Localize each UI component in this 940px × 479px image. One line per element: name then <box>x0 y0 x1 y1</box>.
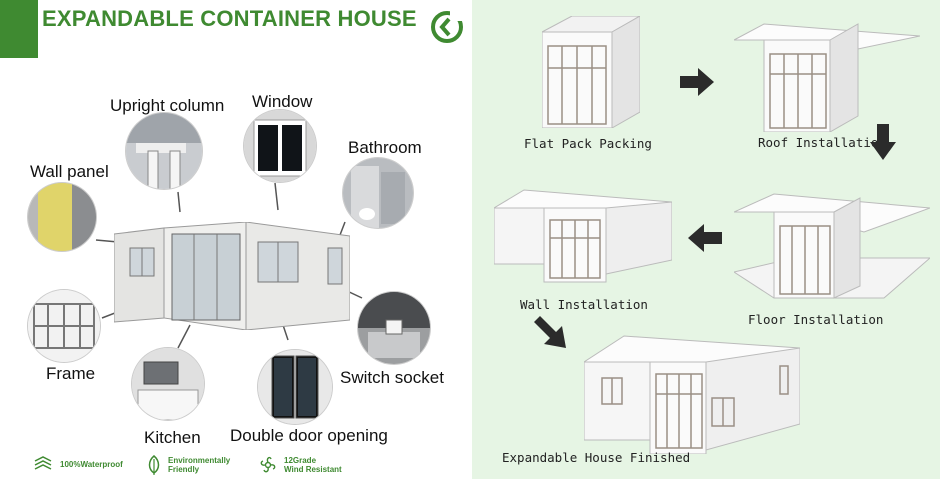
badge-eco-line1: Environmentally <box>168 456 231 465</box>
badge-eco-line2: Friendly <box>168 465 200 474</box>
step-flat-pack-label: Flat Pack Packing <box>524 136 652 151</box>
window-photo <box>244 110 316 182</box>
frame-photo <box>28 290 100 362</box>
fan-icon <box>260 456 276 473</box>
waterproof-icon <box>34 456 52 470</box>
leaf-icon <box>148 455 160 475</box>
badge-wind-line1: 12Grade <box>284 456 317 465</box>
arrow-down-right-icon <box>534 316 566 348</box>
label-bathroom: Bathroom <box>348 138 422 157</box>
label-wall-panel: Wall panel <box>30 162 109 181</box>
step-wall-label: Wall Installation <box>520 297 648 312</box>
container-house-image <box>114 222 350 330</box>
step-finished-label: Expandable House Finished <box>502 450 691 465</box>
brand-logo-icon <box>431 11 463 43</box>
page-title: EXPANDABLE CONTAINER HOUSE <box>42 6 417 31</box>
arrow-left-icon <box>688 224 722 252</box>
wall-panel-photo <box>28 183 96 251</box>
badge-wind-line2: Wind Resistant <box>284 465 342 474</box>
kitchen-photo <box>132 348 204 420</box>
product-feature-panel: EXPANDABLE CONTAINER HOUSE <box>0 0 463 475</box>
badge-waterproof: 100%Waterproof <box>32 455 123 473</box>
roof-installation-image <box>734 23 920 132</box>
badge-waterproof-text: 100%Waterproof <box>60 459 123 469</box>
arrow-down-icon <box>870 124 896 160</box>
flat-pack-image <box>542 16 640 128</box>
switch-socket-photo <box>358 292 430 364</box>
wall-installation-image <box>494 189 672 283</box>
label-switch-socket: Switch socket <box>340 368 444 387</box>
label-frame: Frame <box>46 364 96 383</box>
label-upright-column: Upright column <box>110 96 225 115</box>
installation-steps-panel: Flat Pack Packing Roof Installation Floo… <box>472 0 940 479</box>
upright-column-photo <box>126 113 202 189</box>
step-floor-label: Floor Installation <box>748 312 884 327</box>
finished-house-image <box>584 335 800 454</box>
title-accent-bar <box>0 0 38 58</box>
bathroom-photo <box>343 158 413 228</box>
step-roof-label: Roof Installation <box>758 135 886 150</box>
label-double-door: Double door opening <box>230 426 388 445</box>
label-window: Window <box>252 92 313 111</box>
double-door-photo <box>258 350 332 424</box>
label-kitchen: Kitchen <box>144 428 201 447</box>
arrow-right-icon <box>680 68 714 96</box>
floor-installation-image <box>734 193 930 299</box>
